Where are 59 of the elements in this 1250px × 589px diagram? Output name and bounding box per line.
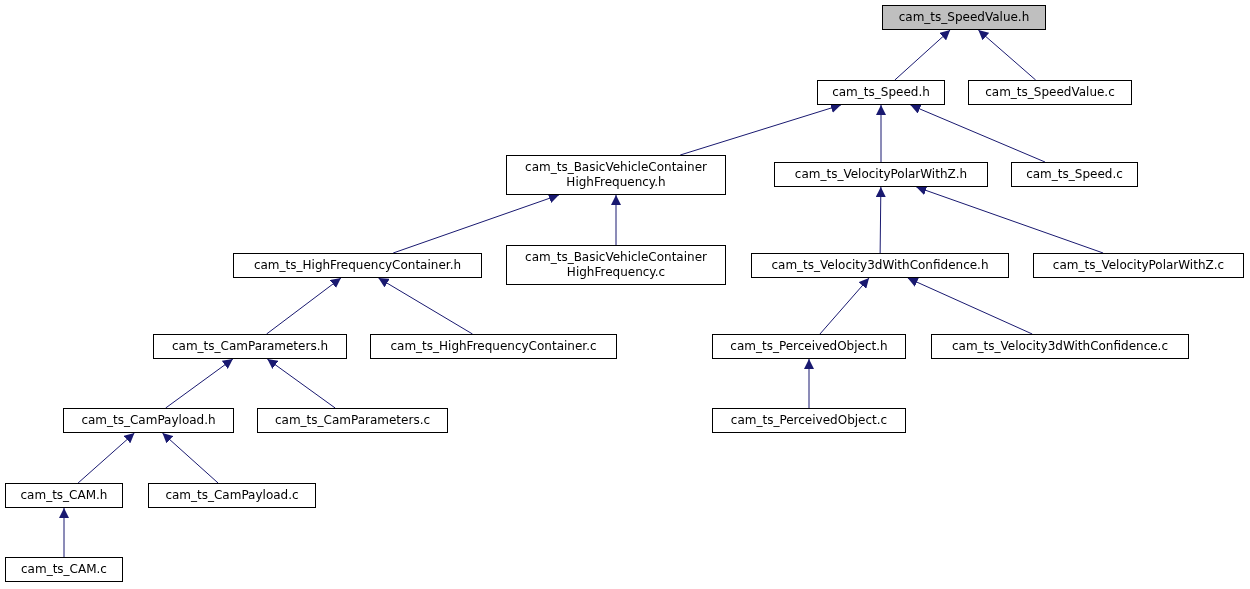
arrow [894, 29, 951, 81]
file-box [233, 253, 482, 278]
arrow [266, 358, 336, 409]
file-name: cam_ts_BasicVehicleContainer HighFrequency.h [524, 160, 708, 190]
arrow [161, 432, 219, 484]
arrow [611, 194, 621, 246]
arrow [378, 277, 473, 335]
arrow [915, 185, 1104, 254]
file-name: cam_ts_CamParameters.c [274, 413, 431, 428]
file-box [63, 408, 234, 433]
file-box [712, 334, 906, 359]
file-box [712, 408, 906, 433]
file-name: cam_ts_VelocityPolarWithZ.c [1052, 258, 1225, 273]
file-name: cam_ts_SpeedValue.h [898, 10, 1030, 25]
file-name: cam_ts_CAM.h [20, 488, 108, 503]
arrow [977, 29, 1037, 81]
file-name: cam_ts_CAM.c [21, 562, 107, 577]
file-name: cam_ts_HighFrequencyContainer.h [253, 258, 462, 273]
file-box [931, 334, 1189, 359]
file-name: cam_ts_PerceivedObject.h [730, 339, 888, 354]
arrow [804, 358, 814, 409]
file-box [148, 483, 316, 508]
file-box [5, 557, 123, 582]
arrow [907, 277, 1033, 335]
file-name: cam_ts_VelocityPolarWithZ.h [794, 167, 968, 182]
file-box [817, 80, 945, 105]
file-name: cam_ts_PerceivedObject.c [730, 413, 888, 428]
file-box [506, 245, 726, 285]
arrow [910, 104, 1046, 163]
file-box [1033, 253, 1244, 278]
arrow [77, 432, 135, 484]
file-name: cam_ts_HighFrequencyContainer.c [390, 339, 597, 354]
arrow [679, 103, 842, 156]
arrow [819, 277, 870, 335]
file-name: cam_ts_CamParameters.h [171, 339, 329, 354]
arrow [266, 277, 342, 335]
arrow [165, 358, 234, 409]
file-name: cam_ts_Velocity3dWithConfidence.h [771, 258, 989, 273]
file-box [751, 253, 1009, 278]
file-box [257, 408, 448, 433]
file-name: cam_ts_CamPayload.h [81, 413, 216, 428]
arrow [59, 507, 69, 558]
file-box [968, 80, 1132, 105]
file-name: cam_ts_Velocity3dWithConfidence.c [951, 339, 1169, 354]
file-box [506, 155, 726, 195]
file-box [882, 5, 1046, 30]
file-box [5, 483, 123, 508]
file-box [774, 162, 988, 187]
file-name: cam_ts_Speed.c [1026, 167, 1123, 182]
arrow [392, 193, 560, 254]
arrow [876, 104, 886, 163]
file-name: cam_ts_SpeedValue.c [985, 85, 1115, 100]
arrow [875, 186, 886, 254]
file-name: cam_ts_Speed.h [832, 85, 930, 100]
file-name: cam_ts_BasicVehicleContainer HighFrequency.c [524, 250, 708, 280]
file-box [153, 334, 347, 359]
file-name: cam_ts_CamPayload.c [165, 488, 299, 503]
file-box [1011, 162, 1138, 187]
file-box [370, 334, 617, 359]
